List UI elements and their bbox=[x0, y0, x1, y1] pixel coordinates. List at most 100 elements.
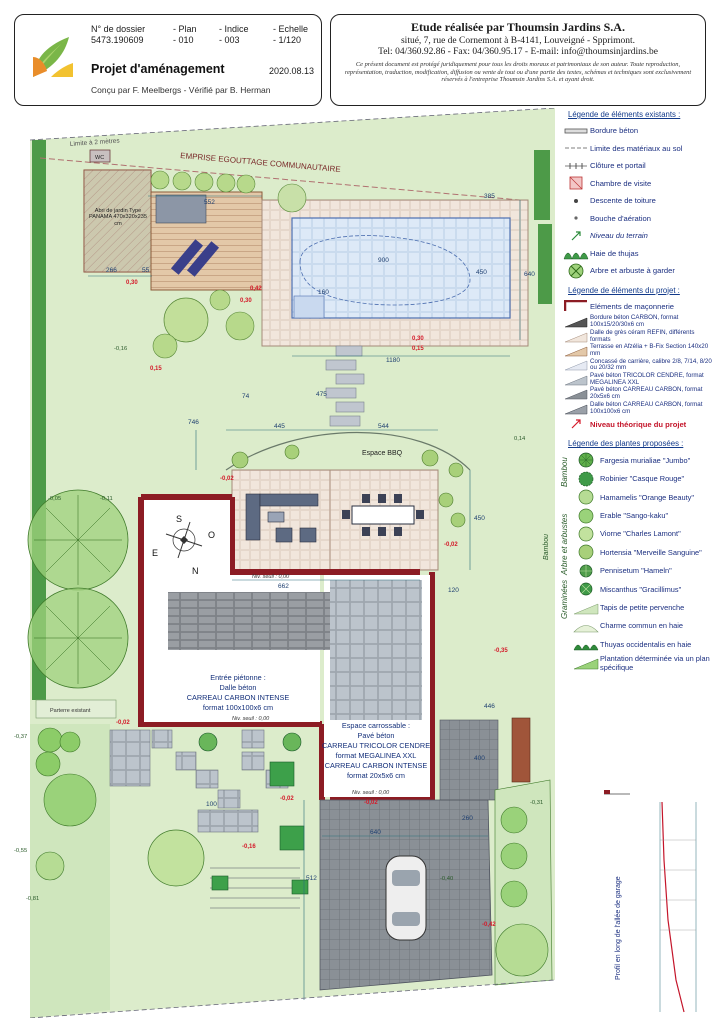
dalle-carbon-icon bbox=[562, 401, 590, 417]
dim-74: 74 bbox=[242, 393, 250, 400]
label-dossier: N° de dossier bbox=[91, 24, 146, 34]
logo-leaf-icon bbox=[29, 33, 75, 79]
dim-662: 662 bbox=[278, 583, 289, 590]
level-015a: 0,15 bbox=[412, 346, 424, 352]
large-trees-west bbox=[27, 489, 129, 689]
firm-address: situé, 7, rue de Cornemont à B-4141, Lou… bbox=[400, 36, 636, 46]
carreau-carbon-icon bbox=[562, 386, 590, 402]
legend-item: Thuyas occidentalis en haie bbox=[572, 635, 714, 653]
north-arrow bbox=[165, 521, 203, 559]
bbq-arc bbox=[225, 432, 471, 471]
value-plan: - 010 bbox=[173, 35, 194, 45]
dim-1180: 1180 bbox=[386, 357, 400, 364]
level-030c: 0,30 bbox=[412, 336, 424, 342]
category-arbres: Arbre et arbustes bbox=[560, 513, 569, 576]
legend-existing-title: Légende de éléments existants : bbox=[568, 110, 681, 119]
cloture-icon bbox=[562, 158, 590, 174]
dim-120: 120 bbox=[448, 587, 459, 594]
legend-item: Viorne "Charles Lamont" bbox=[572, 525, 714, 543]
charme-icon bbox=[572, 618, 600, 634]
level-055: -0,55 bbox=[14, 848, 27, 854]
level-016: -0,16 bbox=[114, 346, 127, 352]
pedestrian-l3: format 100x100x6 cm bbox=[203, 703, 273, 712]
wood-bench bbox=[511, 717, 531, 783]
dim-446: 446 bbox=[484, 703, 495, 710]
erable-icon bbox=[572, 508, 600, 524]
legend-item: Fargesia murialiae "Jumbo" bbox=[572, 451, 714, 469]
level-042: 0,42 bbox=[250, 286, 262, 292]
site-plan: EMPRISE EGOUTTAGE COMMUNAUTAIRE Limite à… bbox=[14, 108, 556, 1018]
stepping-path bbox=[325, 345, 365, 427]
dim-445: 445 bbox=[274, 423, 285, 430]
haie-thujas-icon bbox=[562, 245, 590, 261]
legend-item: Miscanthus "Gracillimus" bbox=[572, 580, 714, 598]
legend-item: Pavé béton TRICOLOR CENDRE, format MEGAL… bbox=[562, 372, 714, 387]
category-graminees: Graminées bbox=[560, 580, 569, 620]
pedestrian-title: Entrée piétonne : bbox=[210, 673, 266, 682]
legend-item: Descente de toiture bbox=[562, 192, 714, 210]
thuja-hedge-north-east bbox=[534, 150, 550, 220]
compass-s: S bbox=[176, 514, 182, 524]
limite-materiaux-icon bbox=[562, 140, 590, 156]
niveau-projet-icon bbox=[562, 416, 590, 432]
pedestrian-paving-sample bbox=[168, 592, 332, 650]
profile-curve bbox=[661, 801, 685, 1013]
garden-shed bbox=[83, 169, 152, 273]
value-echelle: - 1/120 bbox=[273, 35, 302, 45]
legend-item: Pennisetum "Hameln" bbox=[572, 562, 714, 580]
wc-box bbox=[89, 149, 111, 163]
legend-item: Tapis de petite pervenche bbox=[572, 598, 714, 616]
drive-l4: CARREAU CARBON INTENSE bbox=[325, 761, 428, 770]
level-031: -0,31 bbox=[530, 800, 543, 806]
dim-260: 260 bbox=[462, 815, 473, 822]
compass-o: O bbox=[208, 530, 215, 540]
hamamelis-icon bbox=[572, 489, 600, 505]
pedestrian-l1: Dalle béton bbox=[220, 683, 257, 692]
threshold-3: Niv. seuil : 0,00 bbox=[352, 790, 390, 796]
project-date: 2020.08.13 bbox=[269, 66, 315, 76]
legend-item: Chambre de visite bbox=[562, 175, 714, 193]
terrasse-afzelia-icon bbox=[562, 343, 590, 359]
dim-512: 512 bbox=[306, 875, 317, 882]
dim-100: 100 bbox=[206, 801, 217, 808]
bbq-shrubs bbox=[231, 444, 466, 528]
chambre-visite-icon bbox=[562, 175, 590, 191]
legend-item: Bordure béton CARBON, format 100x15/20/3… bbox=[562, 315, 714, 329]
legend-item: Pavé béton CARREAU CARBON, format 20x5x6… bbox=[562, 387, 714, 401]
level-002e: -0,02 bbox=[364, 800, 378, 806]
firm-name: Etude réalisée par Thoumsin Jardins S.A. bbox=[411, 20, 625, 34]
level-037: -0,37 bbox=[14, 734, 27, 740]
dim-266: 266 bbox=[106, 267, 117, 274]
legend-item: Dalle béton CARREAU CARBON, format 100x1… bbox=[562, 401, 714, 415]
legend-item: Niveau du terrain bbox=[562, 227, 714, 245]
level-035: -0,35 bbox=[494, 648, 508, 654]
level-081: -0,81 bbox=[26, 896, 39, 902]
level-016b: -0,16 bbox=[242, 844, 256, 850]
legend-project-list: Eléments de maçonnerie Bordure béton CAR… bbox=[562, 298, 714, 434]
thuyas-icon bbox=[572, 636, 600, 652]
dimension-labels: 552 266 55 900 450 1180 640 475 746 74 4… bbox=[106, 193, 535, 882]
terrain-levels: -0,16 0,14 -0,05 -0,37 -0,31 -0,55 -0,81… bbox=[14, 346, 543, 902]
level-040: -0,40 bbox=[440, 876, 453, 882]
fargesia-icon bbox=[572, 452, 600, 468]
legend-plants-list: Fargesia murialiae "Jumbo" Robinier "Cas… bbox=[560, 451, 714, 672]
legend-item: Plantation déterminée via un plan spécif… bbox=[572, 654, 714, 672]
level-030b: 0,30 bbox=[240, 298, 252, 304]
viorne-icon bbox=[572, 526, 600, 542]
driveway-paving-sample bbox=[330, 580, 422, 720]
dining-table bbox=[342, 494, 424, 536]
level-002d: -0,02 bbox=[280, 796, 294, 802]
bbq-label: Espace BBQ bbox=[362, 450, 403, 457]
legend-item: Concassé de carrière, calibre 2/8, 7/14,… bbox=[562, 358, 714, 372]
dim-552: 552 bbox=[204, 199, 215, 206]
level-011: -0,11 bbox=[100, 496, 113, 502]
pedestrian-l2: CARREAU CARBON INTENSE bbox=[187, 693, 290, 702]
legend-item: Erable "Sango-kaku" bbox=[572, 506, 714, 524]
drive-l5: format 20x5x6 cm bbox=[347, 771, 405, 780]
plantation-icon bbox=[572, 655, 600, 671]
dim-385: 385 bbox=[484, 193, 495, 200]
legend-item: Bouche d'aération bbox=[562, 210, 714, 228]
project-designer: Conçu par F. Meelbergs - Vérifié par B. … bbox=[91, 85, 271, 95]
level-002b: -0,02 bbox=[220, 476, 234, 482]
drive-l2: CARREAU TRICOLOR CENDRE bbox=[322, 741, 430, 750]
